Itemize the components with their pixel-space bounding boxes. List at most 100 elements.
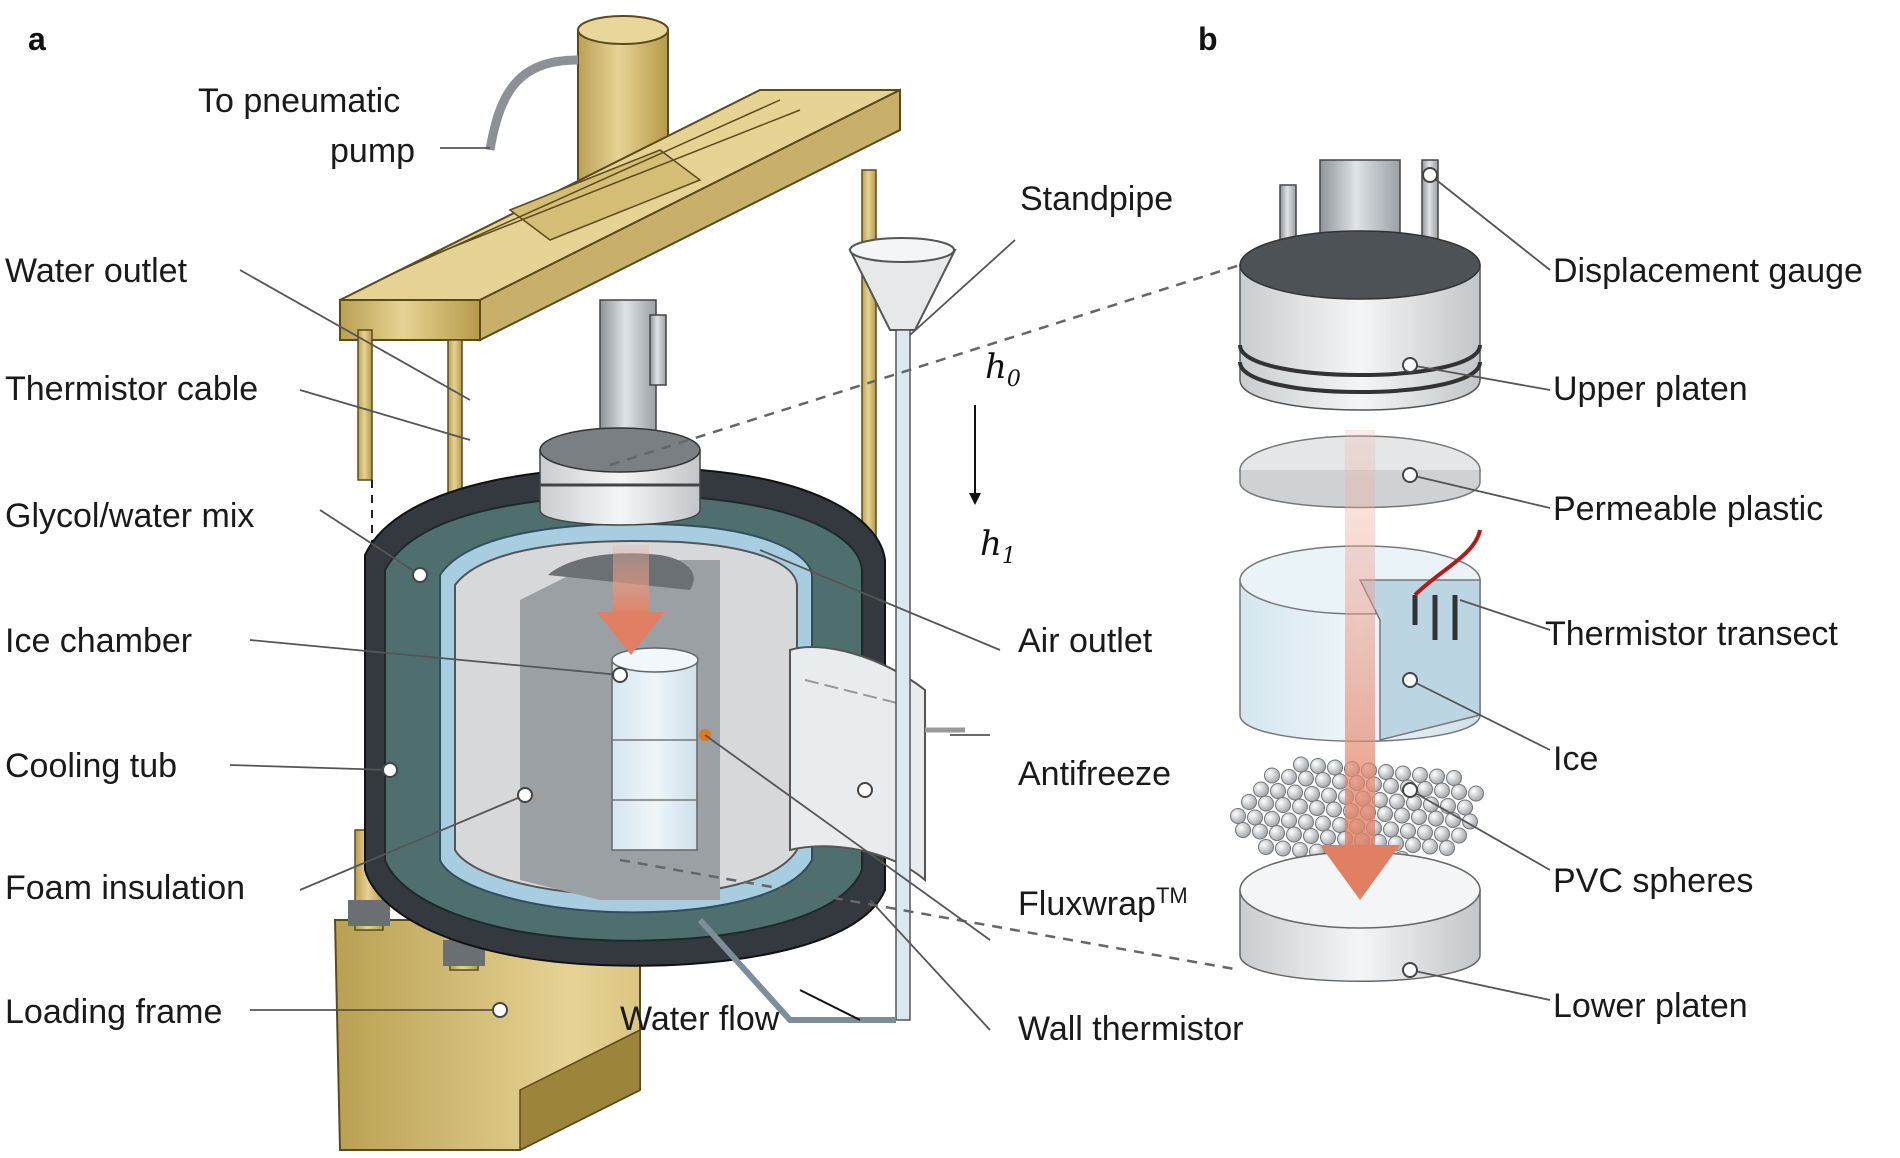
label-ice-chamber: Ice chamber bbox=[5, 622, 192, 660]
pvc-sphere bbox=[1253, 781, 1269, 798]
pvc-sphere bbox=[1451, 784, 1467, 800]
pvc-sphere bbox=[1446, 770, 1462, 786]
standpipe-tube bbox=[697, 237, 957, 1023]
label-pvc-spheres: PVC spheres bbox=[1553, 862, 1753, 900]
label-pneumatic-line2: pump bbox=[330, 132, 415, 170]
label-upper-platen: Upper platen bbox=[1553, 370, 1748, 408]
pvc-sphere bbox=[1383, 821, 1399, 838]
pvc-sphere bbox=[1230, 808, 1246, 824]
label-permeable-plastic: Permeable plastic bbox=[1553, 490, 1823, 528]
pvc-sphere bbox=[1451, 827, 1467, 844]
upper-platen-a bbox=[539, 299, 701, 526]
label-water-flow: Water flow bbox=[620, 1000, 780, 1038]
pvc-sphere bbox=[1321, 787, 1337, 804]
pvc-sphere bbox=[1298, 814, 1314, 830]
pvc-sphere bbox=[1303, 828, 1319, 844]
pvc-sphere bbox=[1293, 756, 1309, 773]
pvc-sphere bbox=[1264, 767, 1280, 784]
label-h1: h1 bbox=[980, 524, 1016, 569]
label-displacement-gauge: Displacement gauge bbox=[1553, 252, 1863, 290]
pvc-sphere bbox=[1320, 829, 1336, 846]
pvc-sphere bbox=[1468, 785, 1484, 802]
label-foam: Foam insulation bbox=[5, 869, 245, 907]
pvc-sphere bbox=[1292, 842, 1308, 858]
pvc-sphere bbox=[1275, 840, 1291, 857]
pvc-sphere bbox=[1292, 798, 1308, 815]
label-air-outlet: Air outlet bbox=[1018, 622, 1153, 660]
panel-b-label: b bbox=[1198, 21, 1218, 57]
pvc-sphere bbox=[1411, 809, 1427, 825]
pvc-sphere bbox=[1395, 765, 1411, 782]
pneumatic-cylinder bbox=[485, 15, 669, 181]
pvc-sphere bbox=[1439, 840, 1455, 856]
pvc-sphere bbox=[1310, 758, 1326, 774]
pvc-sphere bbox=[1315, 772, 1331, 788]
ice-chamber-cylinder bbox=[611, 647, 711, 851]
label-standpipe: Standpipe bbox=[1020, 180, 1173, 218]
pvc-sphere bbox=[1286, 826, 1302, 843]
pvc-sphere bbox=[1264, 811, 1280, 827]
label-ice: Ice bbox=[1553, 740, 1598, 778]
label-water-outlet: Water outlet bbox=[5, 252, 188, 290]
pvc-sphere bbox=[1394, 807, 1410, 824]
top-frame bbox=[339, 88, 901, 342]
pvc-sphere bbox=[1298, 770, 1314, 787]
pvc-sphere bbox=[1422, 838, 1438, 855]
pvc-sphere bbox=[1434, 826, 1450, 842]
pvc-sphere bbox=[1281, 769, 1297, 785]
pvc-sphere bbox=[1326, 801, 1342, 818]
pvc-sphere bbox=[1247, 809, 1263, 826]
pvc-sphere bbox=[1417, 781, 1433, 797]
lower-platen-b bbox=[1239, 851, 1481, 982]
label-thermistor-transect: Thermistor transect bbox=[1545, 615, 1838, 653]
pvc-sphere bbox=[1417, 824, 1433, 841]
label-wall-thermistor: Wall thermistor bbox=[1018, 1010, 1243, 1048]
pvc-sphere bbox=[1241, 794, 1257, 810]
pvc-sphere bbox=[1327, 759, 1343, 776]
label-cooling-tub: Cooling tub bbox=[5, 747, 177, 785]
pvc-sphere bbox=[1383, 778, 1399, 794]
pvc-sphere bbox=[1457, 799, 1473, 816]
pvc-sphere bbox=[1378, 764, 1394, 780]
pvc-sphere bbox=[1429, 768, 1445, 785]
label-thermistor-cable: Thermistor cable bbox=[5, 370, 258, 408]
panel-a-label: a bbox=[28, 21, 46, 57]
pvc-sphere bbox=[1389, 793, 1405, 810]
pvc-sphere bbox=[1235, 822, 1251, 838]
flow-arrow-a bbox=[597, 545, 665, 655]
leader-lines bbox=[229, 147, 1551, 1031]
pvc-sphere bbox=[1428, 810, 1444, 827]
label-glycol: Glycol/water mix bbox=[5, 497, 254, 535]
pvc-sphere bbox=[1412, 767, 1428, 783]
exploded-view-guide-top bbox=[609, 263, 1241, 467]
pvc-sphere bbox=[1287, 784, 1303, 801]
pvc-sphere bbox=[1270, 783, 1286, 799]
panel-a-drawing bbox=[333, 15, 965, 1152]
pvc-sphere bbox=[1275, 797, 1291, 813]
fluxwrap-panel bbox=[789, 646, 965, 883]
label-pneumatic-line1: To pneumatic bbox=[198, 82, 400, 120]
label-fluxwrap: FluxwrapTM bbox=[1018, 883, 1188, 923]
pvc-sphere bbox=[1309, 800, 1325, 816]
pvc-sphere bbox=[1405, 837, 1421, 853]
pvc-sphere bbox=[1315, 815, 1331, 832]
pvc-sphere bbox=[1281, 812, 1297, 829]
label-antifreeze: Antifreeze bbox=[1018, 755, 1171, 793]
pvc-sphere bbox=[1258, 795, 1274, 812]
label-h0: h0 bbox=[985, 347, 1021, 392]
pvc-sphere bbox=[1269, 825, 1285, 841]
pvc-sphere bbox=[1400, 823, 1416, 839]
pvc-sphere bbox=[1252, 823, 1268, 840]
panel-b-drawing bbox=[609, 159, 1484, 982]
pvc-sphere bbox=[1462, 813, 1478, 830]
pvc-sphere bbox=[1377, 806, 1393, 822]
label-loading-frame: Loading frame bbox=[5, 993, 222, 1031]
pvc-sphere bbox=[1304, 786, 1320, 802]
upper-platen-b bbox=[1238, 230, 1482, 411]
pvc-sphere bbox=[1258, 839, 1274, 855]
exploded-view-guide-bottom bbox=[619, 858, 1241, 972]
label-anchor-dots bbox=[382, 167, 1438, 1018]
flow-arrow-b bbox=[1320, 430, 1400, 900]
pvc-sphere bbox=[1434, 782, 1450, 799]
